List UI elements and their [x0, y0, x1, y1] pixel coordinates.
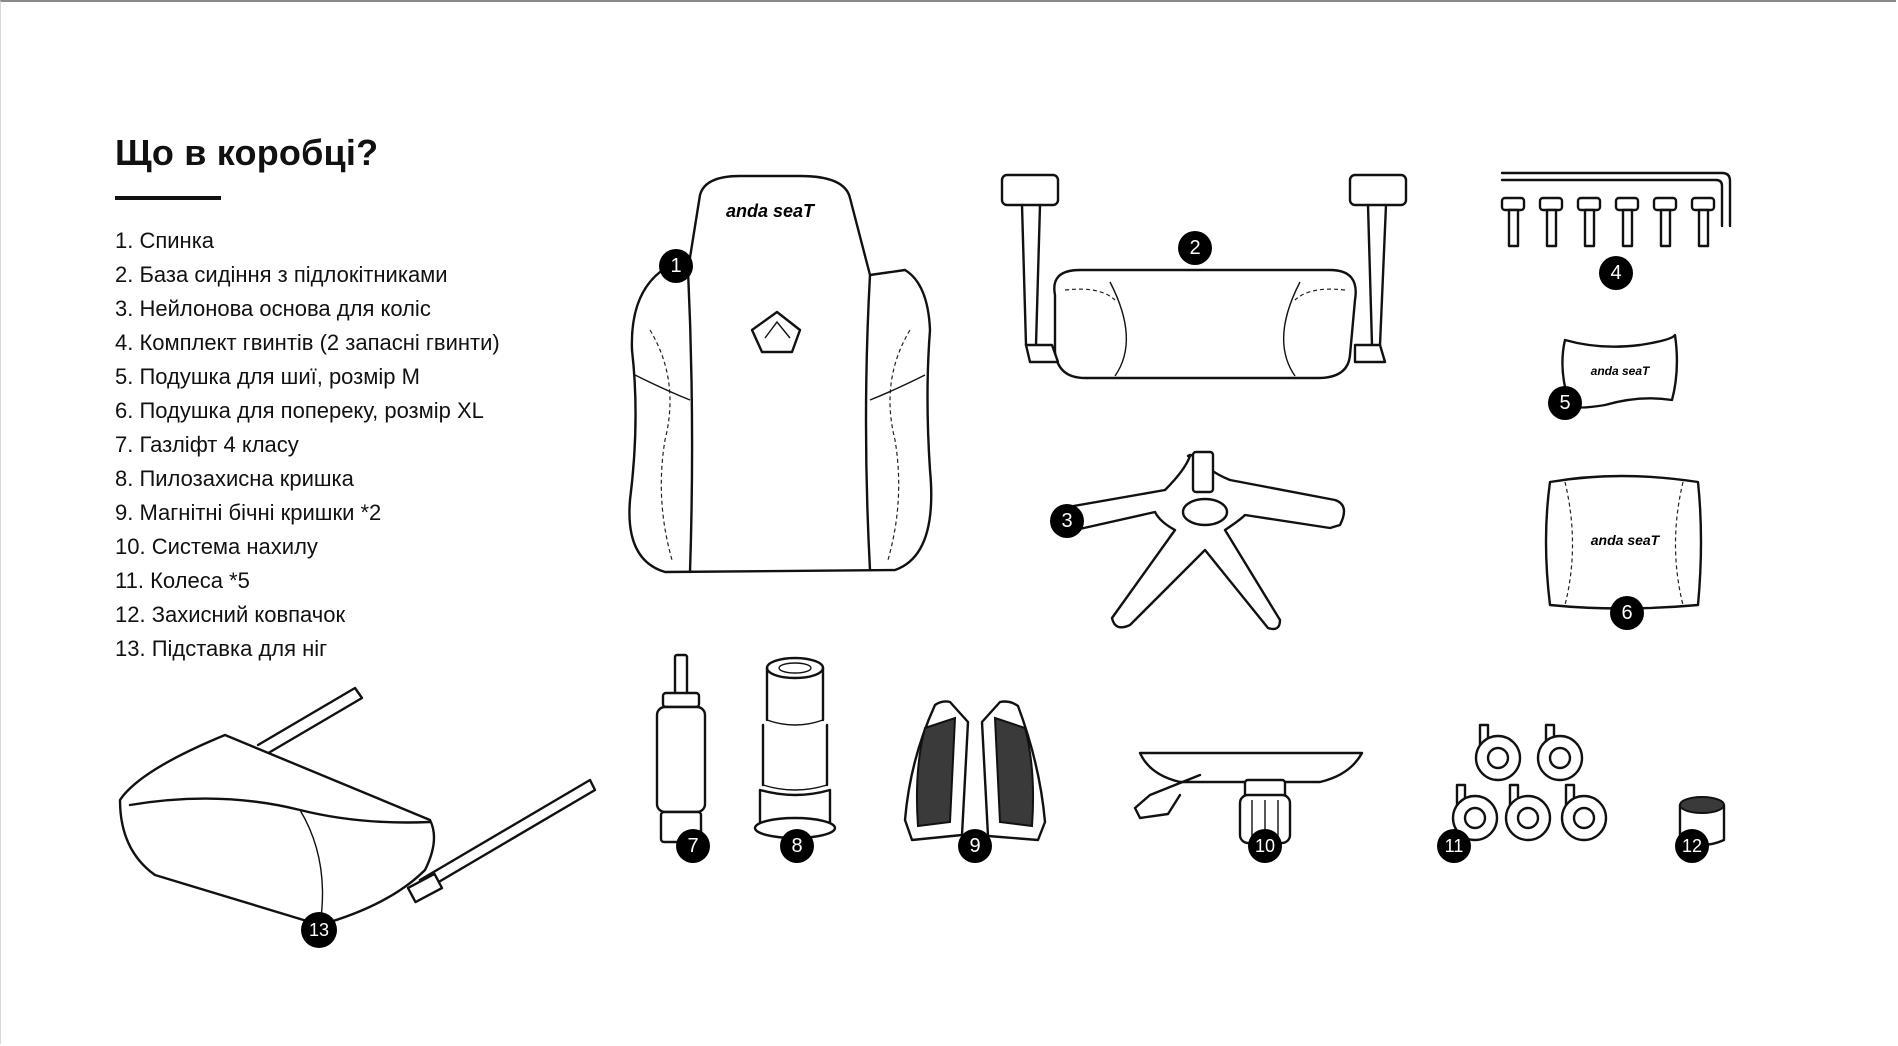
badge-5: 5 [1548, 386, 1582, 420]
badge-7: 7 [676, 829, 710, 863]
badge-13: 13 [301, 912, 337, 948]
casters-illustration [1451, 723, 1608, 842]
badge-3: 3 [1050, 504, 1084, 538]
svg-text:7: 7 [687, 835, 698, 857]
svg-text:8: 8 [791, 835, 802, 857]
list-item: 7. Газліфт 4 класу [115, 432, 299, 457]
svg-text:3: 3 [1061, 510, 1072, 532]
badge-6: 6 [1610, 596, 1644, 630]
svg-text:9: 9 [969, 835, 980, 857]
svg-text:4: 4 [1610, 262, 1621, 284]
tilt-mechanism-illustration [1133, 751, 1364, 845]
list-item: 4. Комплект гвинтів (2 запасні гвинти) [115, 330, 500, 355]
lumbar-pillow-illustration: anda seaT [1544, 474, 1703, 610]
list-item: 13. Підставка для ніг [115, 636, 328, 661]
brand-logo: anda seaT [1591, 532, 1661, 548]
badge-12: 12 [1675, 829, 1709, 863]
svg-text:5: 5 [1559, 392, 1570, 414]
svg-text:2: 2 [1189, 237, 1200, 259]
screw-kit-illustration [1500, 171, 1732, 248]
badge-11: 11 [1437, 829, 1471, 863]
side-covers-illustration [903, 700, 1047, 842]
brand-emblem-icon [750, 310, 802, 354]
brand-logo: anda seaT [726, 201, 816, 221]
page-title: Що в коробці? [115, 132, 379, 173]
wheel-base-illustration [1058, 450, 1346, 631]
footrest-illustration [118, 686, 597, 927]
dust-cover-illustration [753, 656, 837, 840]
badge-8: 8 [780, 829, 814, 863]
list-item: 1. Спинка [115, 228, 215, 253]
list-item: 12. Захисний ковпачок [115, 602, 346, 627]
svg-text:13: 13 [309, 920, 329, 940]
parts-list: 1. Спинка 2. База сидіння з підлокітника… [115, 224, 500, 666]
neck-pillow-illustration: anda seaT [1561, 333, 1679, 409]
svg-text:11: 11 [1445, 836, 1464, 856]
badge-10: 10 [1248, 829, 1282, 863]
backrest-illustration: anda seaT [628, 174, 933, 574]
list-item: 3. Нейлонова основа для коліс [115, 296, 431, 321]
title-underline [115, 196, 221, 200]
list-item: 9. Магнітні бічні кришки *2 [115, 500, 382, 525]
list-item: 10. Система нахилу [115, 534, 318, 559]
list-item: 8. Пилозахисна кришка [115, 466, 354, 491]
svg-text:10: 10 [1255, 836, 1275, 856]
badge-9: 9 [958, 829, 992, 863]
seat-base-illustration [1000, 173, 1408, 380]
svg-text:1: 1 [670, 255, 681, 277]
list-item: 5. Подушка для шиї, розмір M [115, 364, 420, 389]
badge-4: 4 [1599, 256, 1633, 290]
svg-text:12: 12 [1682, 836, 1702, 856]
brand-logo: anda seaT [1591, 364, 1651, 378]
gas-lift-illustration [655, 653, 707, 844]
badge-1: 1 [659, 249, 693, 283]
list-item: 6. Подушка для попереку, розмір XL [115, 398, 484, 423]
svg-text:6: 6 [1621, 602, 1632, 624]
list-item: 11. Колеса *5 [115, 568, 250, 593]
badge-2: 2 [1178, 231, 1212, 265]
list-item: 2. База сидіння з підлокітниками [115, 262, 448, 287]
